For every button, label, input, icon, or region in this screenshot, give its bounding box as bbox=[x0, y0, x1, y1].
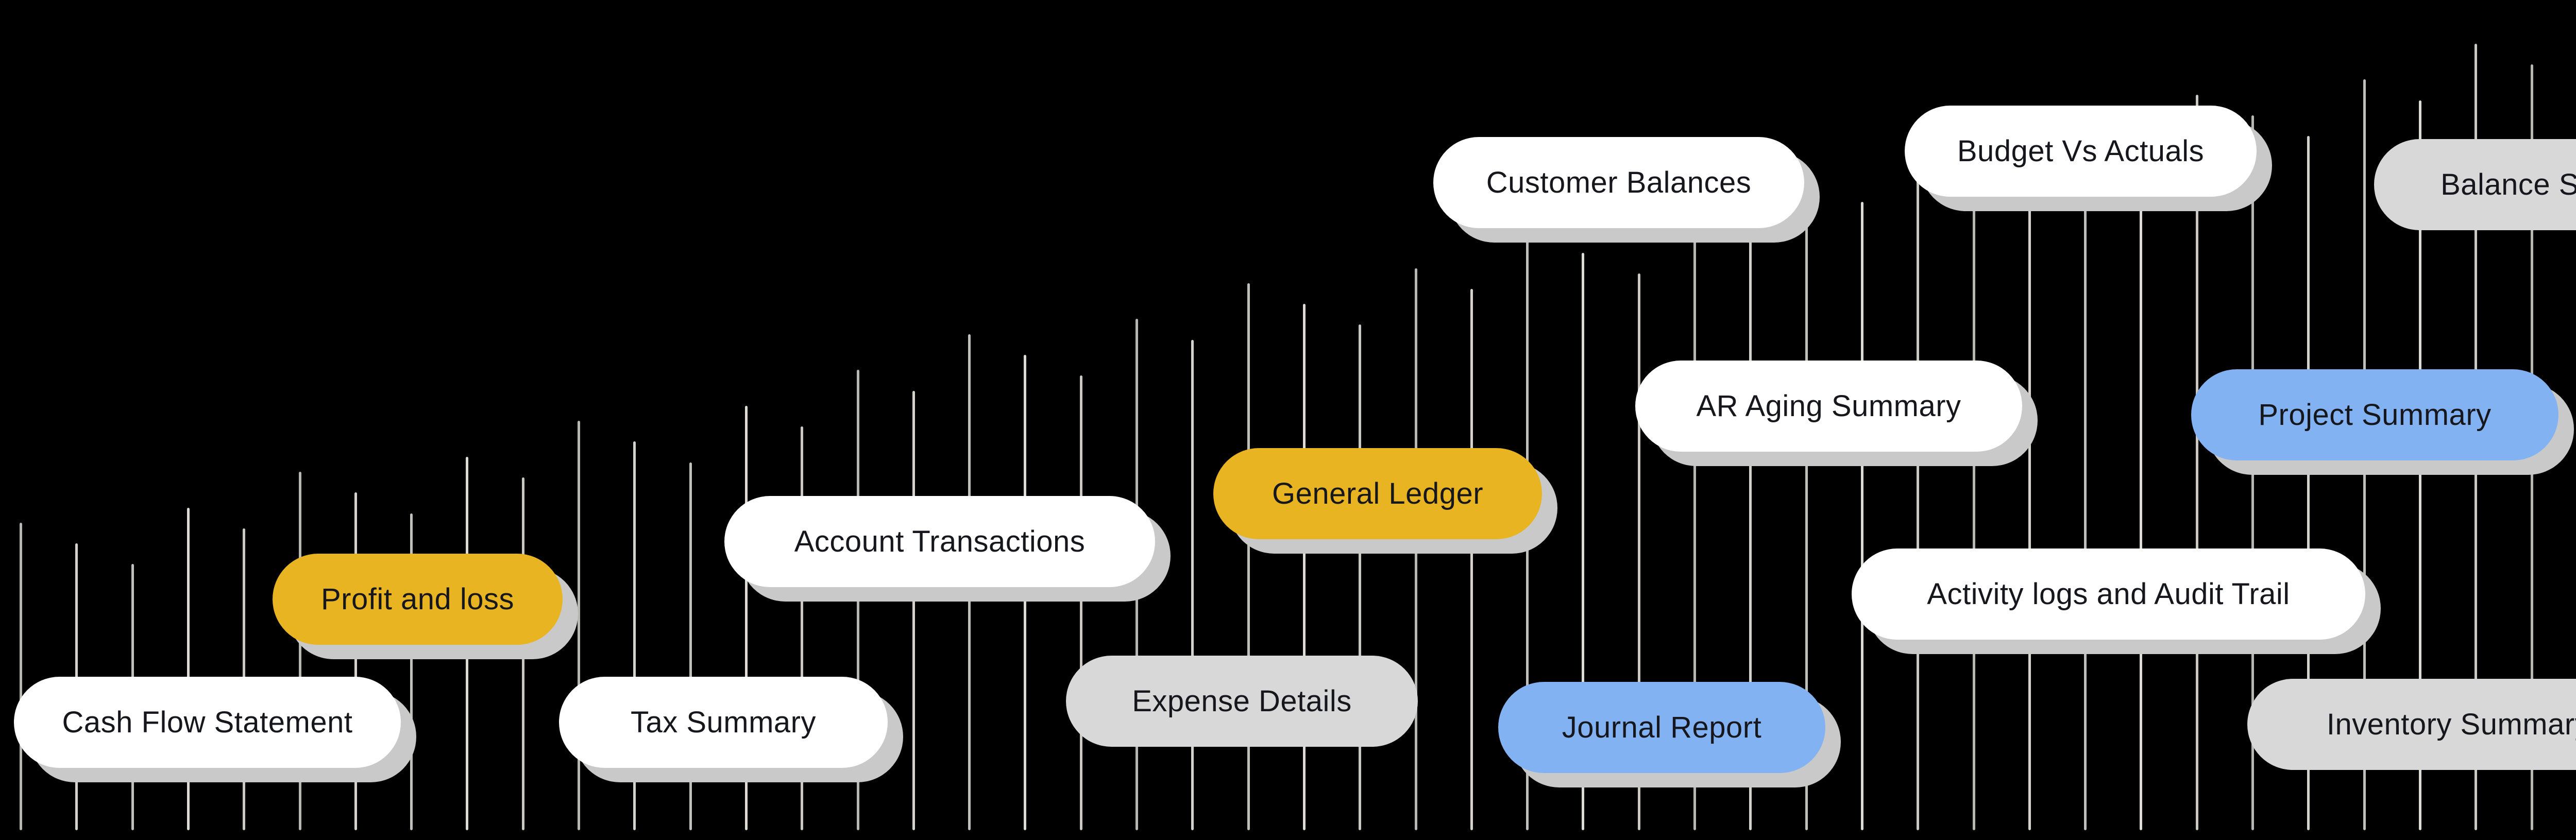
report-pill-ar-aging-summary[interactable]: AR Aging Summary bbox=[1635, 361, 2022, 452]
report-pill-label: Activity logs and Audit Trail bbox=[1927, 577, 2290, 611]
report-pill-general-ledger[interactable]: General Ledger bbox=[1213, 448, 1542, 539]
report-pill-label: Cash Flow Statement bbox=[62, 706, 353, 739]
vertical-line bbox=[2028, 187, 2031, 830]
report-pill-cash-flow-statement[interactable]: Cash Flow Statement bbox=[14, 677, 401, 768]
report-pill-label: Budget Vs Actuals bbox=[1957, 134, 2205, 168]
vertical-line bbox=[689, 462, 692, 830]
vertical-line bbox=[2418, 100, 2421, 830]
report-pill-label: Journal Report bbox=[1562, 711, 1762, 744]
vertical-line bbox=[1024, 355, 1027, 830]
report-pill-label: Balance Sheet bbox=[2441, 168, 2576, 201]
vertical-line bbox=[1972, 166, 1975, 830]
report-pill-balance-sheet[interactable]: Balance Sheet bbox=[2374, 139, 2576, 230]
vertical-line bbox=[354, 492, 357, 830]
vertical-line bbox=[1247, 283, 1250, 830]
vertical-line bbox=[633, 441, 636, 830]
report-pill-journal-report[interactable]: Journal Report bbox=[1498, 682, 1825, 773]
vertical-line bbox=[1079, 375, 1082, 830]
vertical-line bbox=[298, 472, 301, 830]
report-pill-label: General Ledger bbox=[1272, 477, 1484, 510]
vertical-line bbox=[1359, 324, 1362, 830]
vertical-line bbox=[912, 390, 915, 830]
vertical-line bbox=[856, 370, 859, 830]
report-pill-inventory-summary[interactable]: Inventory Summary bbox=[2247, 679, 2576, 770]
vertical-line bbox=[801, 426, 804, 830]
report-pill-label: Customer Balances bbox=[1486, 166, 1752, 199]
vertical-line bbox=[1526, 232, 1529, 830]
report-pill-tax-summary[interactable]: Tax Summary bbox=[559, 677, 888, 768]
vertical-line bbox=[410, 513, 413, 830]
report-pill-label: AR Aging Summary bbox=[1696, 389, 1961, 423]
report-pill-label: Expense Details bbox=[1132, 684, 1352, 718]
report-pill-customer-balances[interactable]: Customer Balances bbox=[1433, 137, 1804, 228]
vertical-line bbox=[1693, 217, 1696, 830]
vertical-line bbox=[1637, 273, 1640, 830]
vertical-line bbox=[521, 477, 524, 830]
report-pill-project-summary[interactable]: Project Summary bbox=[2191, 369, 2558, 460]
vertical-line bbox=[187, 507, 190, 830]
vertical-line bbox=[2251, 115, 2254, 830]
vertical-line bbox=[1860, 202, 1863, 830]
vertical-line bbox=[1302, 304, 1306, 830]
vertical-line bbox=[2307, 136, 2310, 830]
vertical-line bbox=[1805, 181, 1808, 830]
vertical-line bbox=[1414, 268, 1417, 830]
vertical-line bbox=[1191, 339, 1194, 830]
vertical-line bbox=[1917, 145, 1920, 830]
report-pill-label: Account Transactions bbox=[794, 525, 1086, 558]
report-pill-budget-vs-actuals[interactable]: Budget Vs Actuals bbox=[1905, 106, 2257, 197]
vertical-line bbox=[20, 523, 22, 830]
report-pill-label: Project Summary bbox=[2258, 398, 2492, 432]
report-pill-account-transactions[interactable]: Account Transactions bbox=[724, 496, 1155, 587]
report-pill-label: Inventory Summary bbox=[2326, 708, 2576, 741]
vertical-line bbox=[2084, 130, 2087, 830]
vertical-line bbox=[578, 421, 580, 830]
vertical-line bbox=[1582, 253, 1585, 830]
report-pill-activity-logs-and-audit-trail[interactable]: Activity logs and Audit Trail bbox=[1852, 548, 2365, 640]
report-pill-label: Profit and loss bbox=[320, 582, 514, 616]
vertical-line bbox=[1470, 288, 1473, 830]
vertical-line bbox=[1749, 237, 1752, 830]
report-pill-label: Tax Summary bbox=[630, 706, 816, 739]
vertical-line bbox=[744, 405, 748, 830]
vertical-line bbox=[2140, 151, 2143, 830]
report-pill-expense-details[interactable]: Expense Details bbox=[1066, 656, 1418, 747]
vertical-line bbox=[2195, 94, 2198, 830]
report-pill-profit-and-loss[interactable]: Profit and loss bbox=[273, 554, 563, 645]
